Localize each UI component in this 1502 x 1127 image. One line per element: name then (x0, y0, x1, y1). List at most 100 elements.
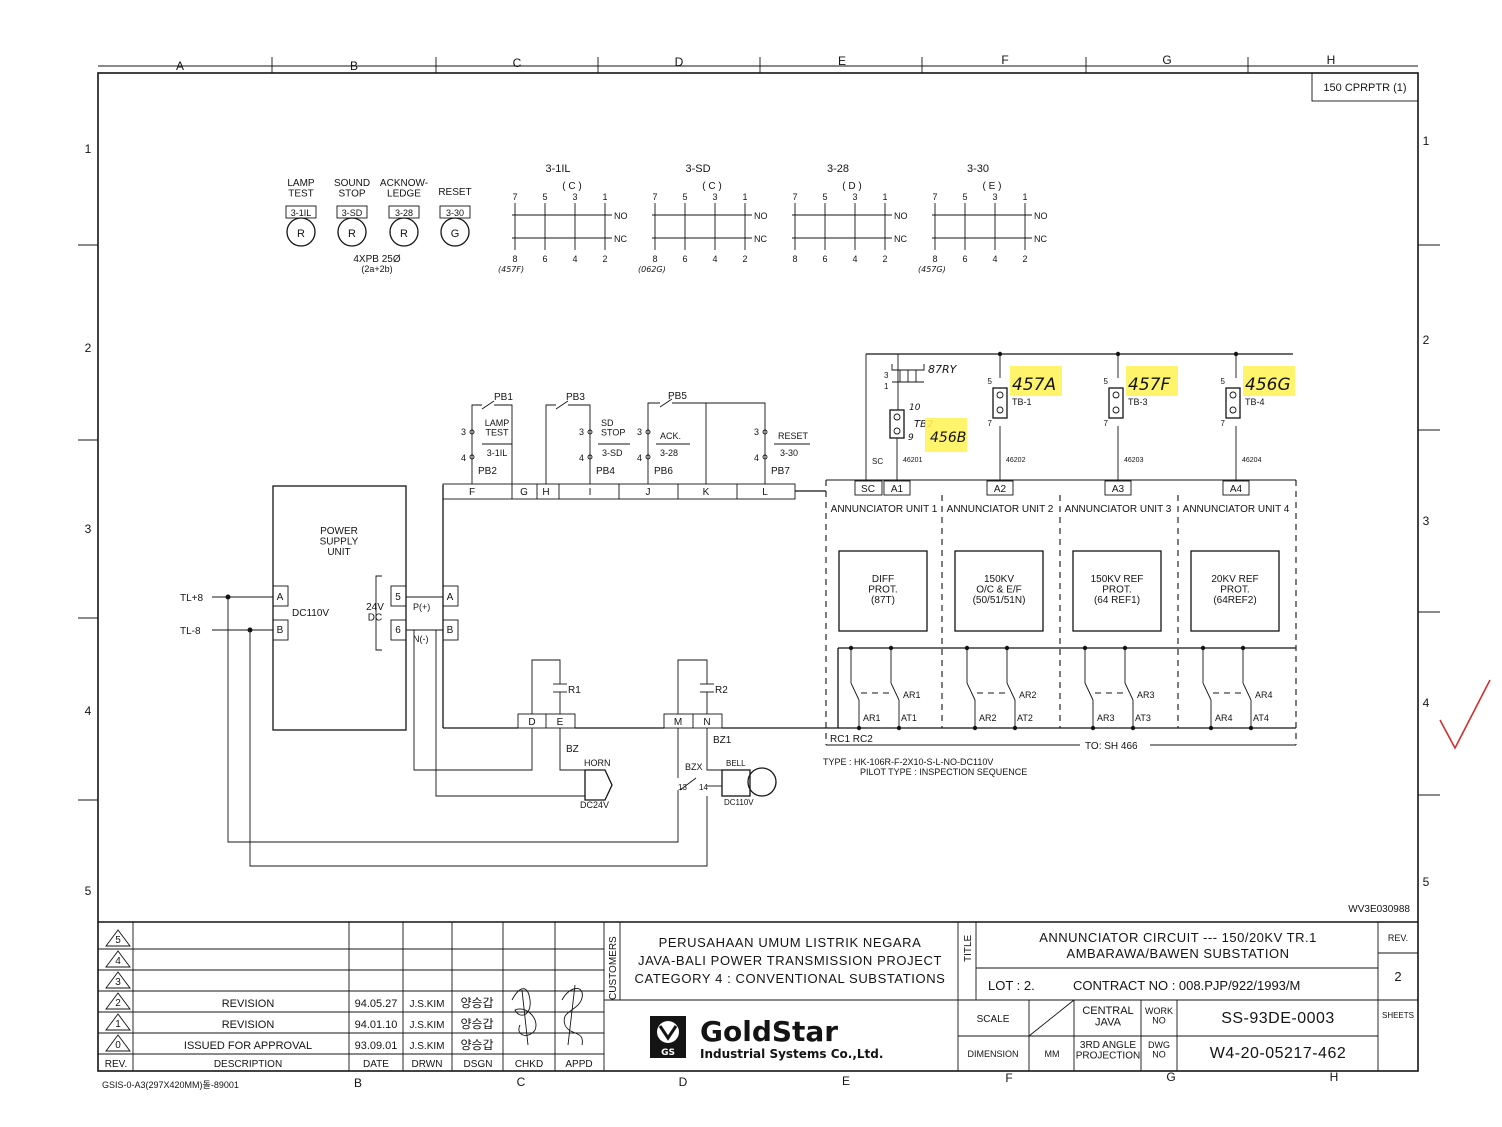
p-plus: P(+) (413, 602, 430, 612)
bzx-label: BZX (685, 762, 703, 772)
annunciator-unit-label: ANNUNCIATOR UNIT 4 (1183, 504, 1290, 515)
contact-term-top: 7 (932, 192, 937, 202)
pb-lamp-acknowledge: R (400, 228, 408, 240)
revision-row: 4 (105, 950, 131, 968)
logo-mark: GS (661, 1048, 675, 1058)
col-label-d: D (675, 55, 684, 69)
rev-header-desc: DESCRIPTION (214, 1059, 282, 1070)
appd-signature (561, 984, 583, 1046)
contact-term-bottom: 6 (962, 254, 967, 264)
contact-block-note: (457F) (498, 265, 524, 274)
contact-term-top: 1 (602, 192, 607, 202)
contact-block-type: ( D ) (842, 181, 861, 192)
horn-label: HORN (584, 758, 611, 768)
contact-term-bottom: 8 (652, 254, 657, 264)
annunciator-at-label: AT3 (1135, 713, 1151, 723)
relay-handwritten-456b: 456B (930, 430, 966, 446)
terminal-block-pin-top: 5 (1221, 377, 1226, 386)
contact-term-bottom: 4 (852, 254, 857, 264)
horn-v: DC24V (580, 800, 609, 810)
annunciator-wire: 46204 (1242, 457, 1262, 464)
annunciator-ar-label: AR4 (1255, 690, 1273, 700)
form-code: GSIS-0-A3(297X420MM)돌-89001 (102, 1080, 239, 1090)
contact-term-top: 5 (682, 192, 687, 202)
pb-tag-acknowledge: 3-28 (395, 208, 413, 218)
pb-caption-acknowledge: ACKNOW-LEDGE (380, 178, 428, 200)
contact-term-top: 3 (712, 192, 717, 202)
bell-v: DC110V (724, 798, 754, 807)
terminal-block-name: TB-1 (1012, 397, 1032, 407)
terminal-block-handwritten: 457F (1128, 375, 1170, 395)
col-label-c: C (513, 56, 522, 70)
psu-term-6: 6 (395, 625, 401, 636)
contact-term-top: 5 (962, 192, 967, 202)
contact-term-top: 3 (852, 192, 857, 202)
psu-dc110: DC110V (292, 608, 329, 619)
title-label: TITLE (963, 934, 974, 962)
annunciator-ar-label-low: AR1 (863, 713, 881, 723)
contact-block-note: (457G) (918, 265, 946, 274)
pb-tag-reset: 3-30 (446, 208, 464, 218)
customer-line-2: JAVA-BALI POWER TRANSMISSION PROJECT (638, 953, 942, 968)
contact-no-label: NO (894, 211, 908, 221)
annunciator-pilot: PILOT TYPE : INSPECTION SEQUENCE (860, 767, 1027, 777)
pb7-sw-bot: 4 (754, 453, 759, 463)
bell-term-n: N (703, 717, 710, 728)
contact-block-tag: 3-1IL (545, 163, 570, 175)
terminal-block-name: TB-3 (1128, 397, 1148, 407)
pb-tag-lamp-test: 3-1IL (291, 208, 312, 218)
annunciator-ar-label-low: AR3 (1097, 713, 1115, 723)
rev-header-date: DATE (363, 1059, 389, 1070)
contact-no-label: NO (1034, 211, 1048, 221)
bzx-13: 13 (678, 783, 687, 792)
pb3-sw-top: 3 (579, 427, 584, 437)
bell-term-m: M (674, 717, 682, 728)
terminal-block-name: TB-4 (1245, 397, 1265, 407)
contact-block-tag: 3-30 (967, 163, 989, 175)
dwg-no: W4-20-05217-462 (1210, 1045, 1346, 1062)
annunciator-function-box (838, 550, 928, 632)
tl-neg-label: TL-8 (180, 626, 201, 637)
bell-label: BELL (726, 759, 746, 768)
customer-line-3: CATEGORY 4 : CONVENTIONAL SUBSTATIONS (635, 971, 946, 986)
terminal-block-pin-bot: 7 (988, 419, 993, 428)
revision-drawn: J.S.KIM (409, 1041, 444, 1052)
col-label-b: B (350, 59, 358, 73)
row-label-3-right: 3 (1423, 514, 1430, 528)
revision-date: 93.09.01 (355, 1040, 398, 1052)
goldstar-logo: GS GoldStar Industrial Systems Co.,Ltd. (650, 1015, 883, 1061)
contact-term-top: 1 (1022, 192, 1027, 202)
contact-term-bottom: 6 (822, 254, 827, 264)
revision-triangle (105, 971, 131, 989)
relay-coil-3: 3 (884, 371, 889, 380)
annunciator-terminal: A2 (994, 484, 1007, 495)
pb4-label: PB4 (596, 466, 615, 477)
pb-spec-line1: 4XPB 25Ø (353, 254, 400, 265)
contact-term-bottom: 8 (932, 254, 937, 264)
relay-coil-1: 1 (884, 382, 889, 391)
pb-caption-reset: RESET (438, 187, 471, 198)
col-label-f: F (1001, 53, 1008, 67)
contact-term-bottom: 6 (682, 254, 687, 264)
contact-term-bottom: 8 (792, 254, 797, 264)
customers-label: CUSTOMERS (608, 936, 619, 1000)
row-label-4-right: 4 (1423, 696, 1430, 710)
terminal-block-handwritten: 457A (1012, 375, 1056, 395)
